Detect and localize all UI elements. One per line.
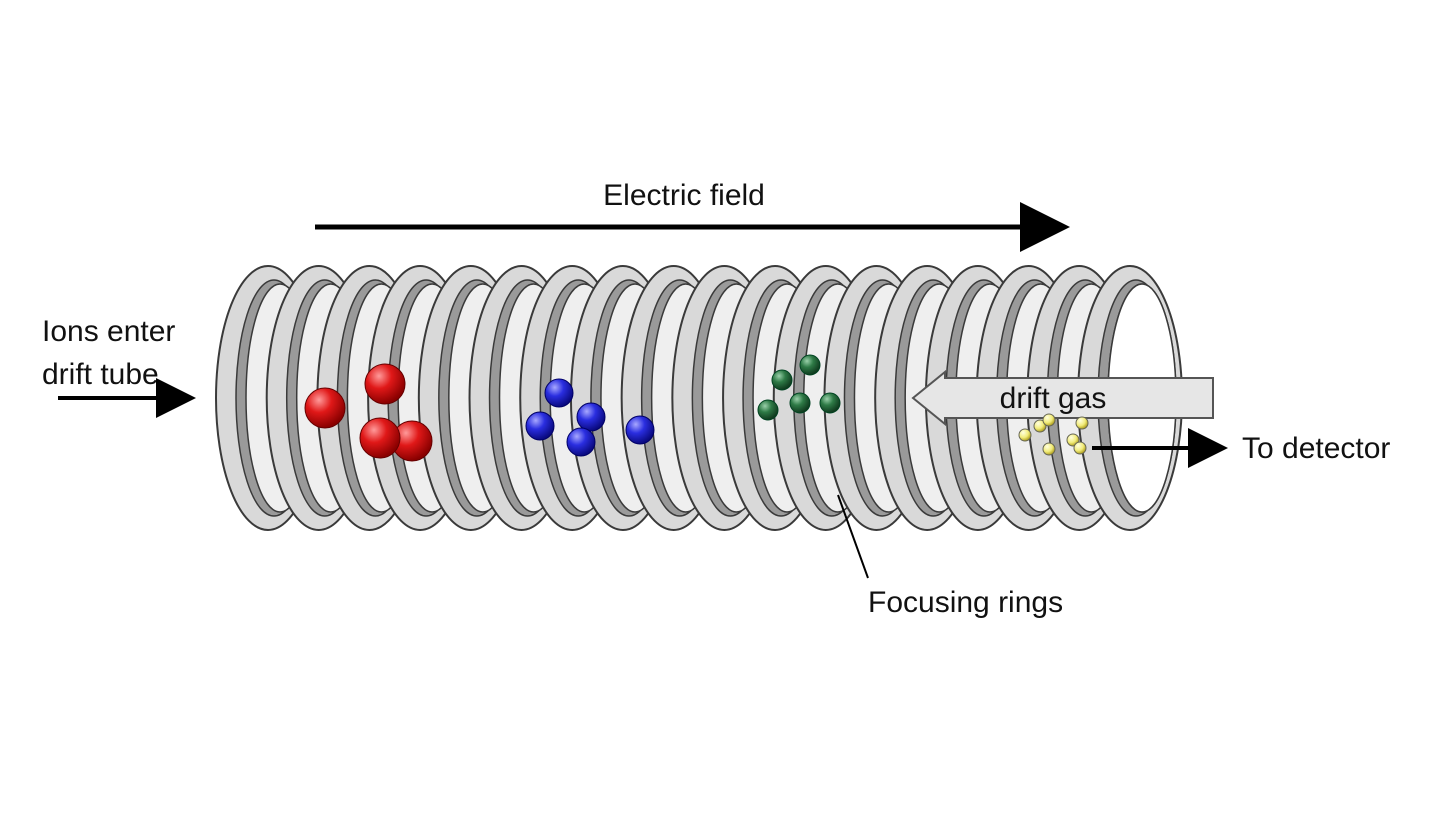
ion — [757, 399, 779, 421]
ion — [364, 363, 406, 405]
ion — [544, 378, 574, 408]
ion — [1075, 416, 1089, 430]
ion-cluster-yellow — [1018, 413, 1089, 456]
ion — [819, 392, 841, 414]
ion — [771, 369, 793, 391]
ion — [799, 354, 821, 376]
ion — [1042, 413, 1056, 427]
ion — [1033, 419, 1047, 433]
ion — [566, 427, 596, 457]
leader-line — [837, 494, 869, 579]
ion-cluster-green — [757, 354, 841, 421]
ion — [576, 402, 606, 432]
ions-enter-label-line2: drift tube — [42, 358, 159, 391]
ion — [1018, 428, 1032, 442]
ion-cluster-red — [304, 363, 433, 462]
ion — [1042, 442, 1056, 456]
ion-cluster-blue — [525, 378, 655, 457]
electric-field-label: Electric field — [603, 179, 765, 212]
arrow-left-icon — [911, 369, 1214, 427]
drift-gas-label: drift gas — [1000, 382, 1107, 415]
ion — [789, 392, 811, 414]
focusing-rings-label: Focusing rings — [868, 586, 1063, 619]
ion — [304, 387, 346, 429]
ion — [525, 411, 555, 441]
ion — [359, 417, 401, 459]
ion — [625, 415, 655, 445]
ion — [1073, 441, 1087, 455]
ions-enter-label-line1: Ions enter — [42, 315, 175, 348]
to-detector-label: To detector — [1242, 432, 1390, 465]
